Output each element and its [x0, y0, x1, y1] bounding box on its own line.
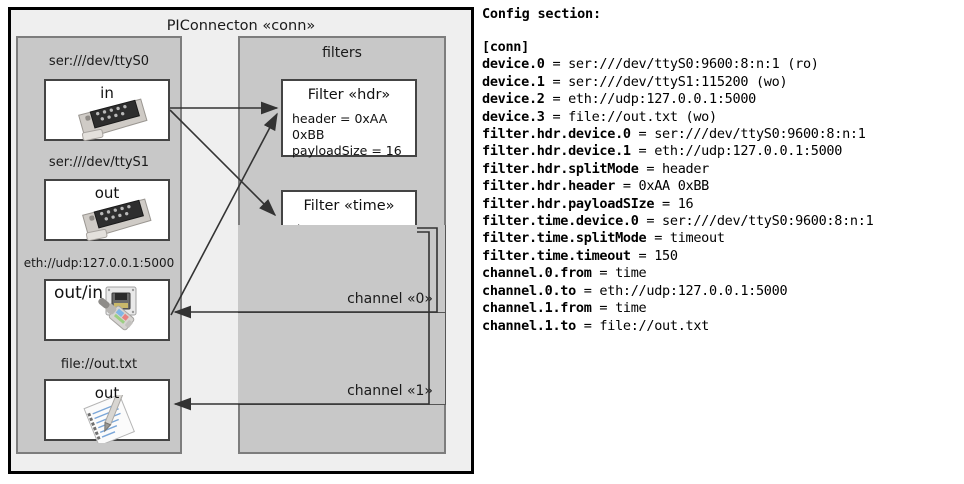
config-line: filter.hdr.splitMode = header — [482, 161, 960, 178]
filters-panel-title: filters — [322, 45, 362, 61]
config-value: = 16 — [654, 195, 694, 212]
device-node-eth[interactable]: out/in — [44, 279, 170, 341]
config-key: filter.hdr.device.1 — [482, 143, 631, 160]
config-line: filter.hdr.device.0 = ser:///dev/ttyS0:9… — [482, 126, 960, 143]
config-key: filter.time.device.0 — [482, 213, 639, 230]
config-value: = eth://udp:127.0.0.1:5000 — [544, 91, 756, 108]
device-node-ttyS1[interactable]: out — [44, 179, 170, 241]
config-value: = ser:///dev/ttyS1:115200 (wo) — [544, 73, 788, 90]
serial-port-icon — [78, 98, 148, 141]
device-node-ttyS0[interactable]: in — [44, 79, 170, 141]
config-value: = ser:///dev/ttyS0:9600:8:n:1 (ro) — [544, 56, 819, 73]
config-value: = eth://udp:127.0.0.1:5000 — [630, 143, 843, 160]
config-value: = eth://udp:127.0.0.1:5000 — [575, 282, 788, 299]
config-heading: Config section: — [482, 6, 601, 22]
config-line: channel.0.from = time — [482, 265, 960, 282]
config-line: filter.time.device.0 = ser:///dev/ttyS0:… — [482, 213, 960, 230]
text-document-icon — [83, 395, 135, 443]
ethernet-icon — [98, 286, 137, 331]
config-line: filter.hdr.device.1 = eth://udp:127.0.0.… — [482, 143, 960, 160]
device-direction-label: out — [94, 384, 120, 402]
device-node-file[interactable]: out — [44, 379, 170, 443]
config-key: device.0 — [482, 56, 545, 73]
filter-title: Filter «hdr» — [307, 87, 391, 103]
config-section: Config section: [conn]device.0 = ser:///… — [482, 6, 960, 335]
device-direction-label: out/in — [54, 283, 104, 303]
filter-prop: header = 0xAA 0xBB — [292, 111, 388, 142]
filter-node-hdr[interactable]: Filter «hdr» header = 0xAA 0xBB payloadS… — [281, 79, 417, 159]
config-key: channel.1.from — [482, 300, 592, 317]
config-key: filter.hdr.splitMode — [482, 160, 639, 177]
config-value: = 0xAA 0xBB — [615, 178, 710, 195]
channel-label: channel «0» — [347, 291, 433, 307]
serial-port-icon — [82, 198, 152, 241]
config-line: channel.1.from = time — [482, 300, 960, 317]
config-value: = time — [591, 265, 647, 282]
config-value: = timeout — [646, 230, 725, 247]
config-value: = 150 — [630, 247, 678, 264]
config-key: filter.time.timeout — [482, 247, 631, 264]
channel-region-0[interactable]: channel «0» — [238, 225, 446, 313]
device-direction-label: out — [94, 184, 120, 202]
config-line: device.2 = eth://udp:127.0.0.1:5000 — [482, 91, 960, 108]
config-key: device.1 — [482, 73, 545, 90]
config-line: device.0 = ser:///dev/ttyS0:9600:8:n:1 (… — [482, 56, 960, 73]
config-value: = ser:///dev/ttyS0:9600:8:n:1 — [638, 213, 874, 230]
config-key: device.2 — [482, 91, 545, 108]
config-line: [conn] — [482, 39, 960, 56]
config-key: device.3 — [482, 108, 545, 125]
config-key: filter.hdr.header — [482, 178, 616, 195]
config-value: = file://out.txt (wo) — [544, 108, 717, 125]
config-key: filter.hdr.payloadSIze — [482, 195, 655, 212]
device-caption-file: file://out.txt — [60, 357, 138, 372]
config-line: filter.time.splitMode = timeout — [482, 230, 960, 247]
page-title: PIConnecton «conn» — [166, 18, 316, 34]
config-text: [conn]device.0 = ser:///dev/ttyS0:9600:8… — [482, 39, 960, 335]
config-value: = file://out.txt — [575, 317, 710, 334]
config-value: = ser:///dev/ttyS0:9600:8:n:1 — [630, 126, 866, 143]
config-line: filter.hdr.header = 0xAA 0xBB — [482, 178, 960, 195]
config-key: filter.time.splitMode — [482, 230, 647, 247]
config-line: channel.1.to = file://out.txt — [482, 318, 960, 335]
channel-region-1[interactable]: channel «1» — [238, 313, 446, 405]
device-caption-ttyS0: ser:///dev/ttyS0 — [48, 54, 150, 69]
config-key: [conn] — [482, 39, 529, 55]
config-key: channel.0.from — [482, 265, 592, 282]
config-value: = time — [591, 300, 647, 317]
device-caption-ttyS1: ser:///dev/ttyS1 — [48, 155, 150, 170]
filter-properties: header = 0xAA 0xBB payloadSize = 16 — [292, 111, 415, 159]
device-direction-label: in — [100, 84, 114, 102]
filter-prop: payloadSize = 16 — [292, 143, 402, 158]
config-key: channel.1.to — [482, 317, 576, 334]
config-line: device.3 = file://out.txt (wo) — [482, 109, 960, 126]
config-line: device.1 = ser:///dev/ttyS1:115200 (wo) — [482, 74, 960, 91]
filter-title: Filter «time» — [303, 198, 395, 214]
channel-label: channel «1» — [347, 383, 433, 399]
config-key: filter.hdr.device.0 — [482, 126, 631, 143]
config-key: channel.0.to — [482, 282, 576, 299]
config-line: channel.0.to = eth://udp:127.0.0.1:5000 — [482, 283, 960, 300]
config-line: filter.time.timeout = 150 — [482, 248, 960, 265]
config-line: filter.hdr.payloadSIze = 16 — [482, 196, 960, 213]
device-caption-eth: eth://udp:127.0.0.1:5000 — [23, 256, 175, 270]
config-value: = header — [638, 160, 710, 177]
